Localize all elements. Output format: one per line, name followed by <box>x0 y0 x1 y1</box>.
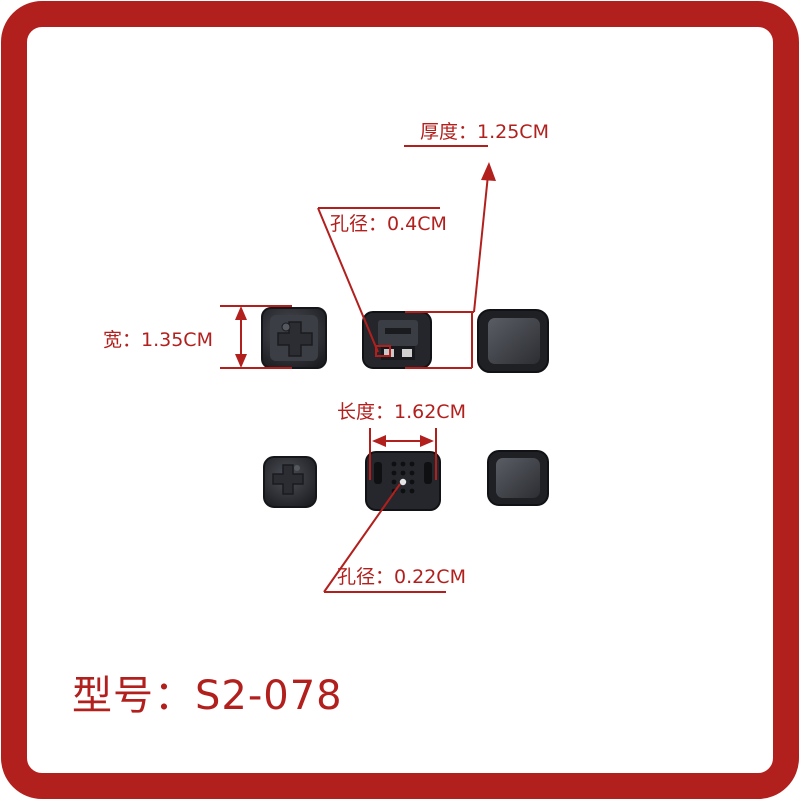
cross-button-icon <box>263 456 317 508</box>
length-arrow-left <box>372 435 386 447</box>
square-cap-icon <box>477 309 549 373</box>
width-arrow-up <box>235 306 247 320</box>
hole-small-leader <box>323 483 401 593</box>
hole-large-leader <box>317 207 379 353</box>
width-arrow-down <box>235 354 247 368</box>
thickness-leader <box>473 174 489 313</box>
hole-large-marker <box>375 345 391 357</box>
model-number: 型号：S2-078 <box>72 673 343 719</box>
width-label: 宽：1.35CM <box>103 329 213 351</box>
perforated-clip-icon <box>365 451 441 511</box>
annotation-lines <box>220 145 489 593</box>
length-arrow-right <box>420 435 434 447</box>
length-label: 长度：1.62CM <box>337 401 466 423</box>
arrowheads <box>235 162 496 447</box>
cross-button-icon <box>261 307 327 369</box>
hole-large-label: 孔径：0.4CM <box>330 213 447 235</box>
square-cap-icon <box>487 450 549 506</box>
thickness-arrow-up <box>481 162 496 181</box>
thickness-label: 厚度：1.25CM <box>420 121 549 143</box>
hole-small-label: 孔径：0.22CM <box>337 566 466 588</box>
